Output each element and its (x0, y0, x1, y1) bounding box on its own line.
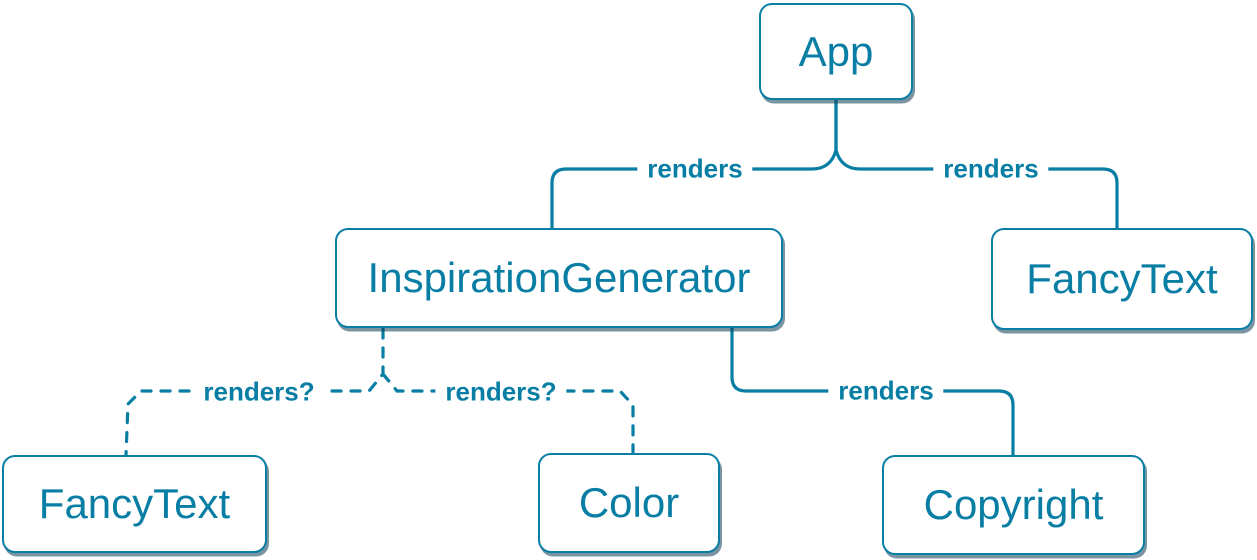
node-inspiration-generator-label: InspirationGenerator (367, 254, 751, 301)
node-fancy-text-bottom: FancyText (2, 455, 267, 553)
node-app-label: App (798, 27, 874, 75)
node-copyright-label: Copyright (923, 481, 1104, 528)
node-inspiration-generator: InspirationGenerator (335, 228, 783, 328)
edge-label-renders-question-color: renders? (435, 378, 567, 407)
node-fancy-text-bottom-label: FancyText (38, 480, 231, 527)
node-fancy-text-top: FancyText (991, 228, 1253, 330)
edge-label-renders-copyright: renders (828, 377, 944, 406)
node-fancy-text-top-label: FancyText (1026, 255, 1218, 302)
node-color: Color (538, 453, 720, 553)
node-app: App (759, 3, 913, 100)
edge-label-renders-app-inspirationgenerator: renders (637, 155, 753, 184)
edge-label-renders-question-fancytext: renders? (193, 378, 325, 407)
node-color-label: Color (578, 479, 680, 526)
edge-label-renders-app-fancytext: renders (933, 155, 1049, 184)
node-copyright: Copyright (882, 455, 1145, 555)
